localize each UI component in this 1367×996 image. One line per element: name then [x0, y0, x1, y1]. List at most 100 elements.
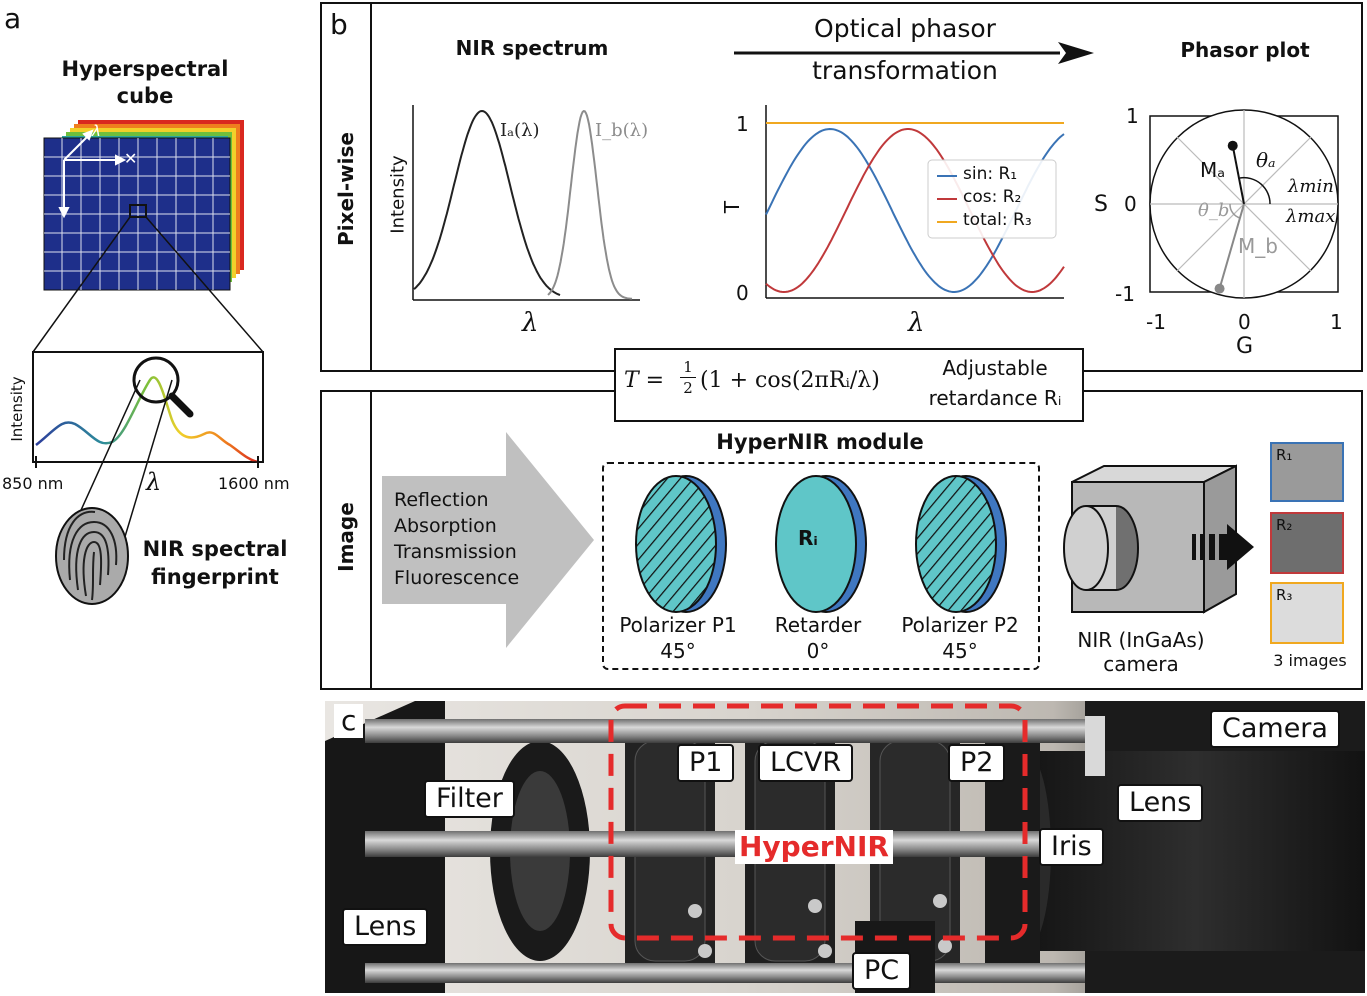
- row-label-image: Image: [334, 502, 358, 572]
- label-pc: PC: [852, 952, 912, 990]
- row-label-pixel-wise: Pixel-wise: [334, 132, 358, 246]
- phasor-tick-gm1: -1: [1146, 310, 1166, 334]
- camera-label: NIR (InGaAs) camera: [1066, 628, 1216, 676]
- inset-intensity-label: Intensity: [8, 376, 26, 442]
- spectrum-label-b: I_b(λ): [595, 120, 649, 141]
- input-absorption: Absorption: [394, 515, 497, 537]
- panel-a-letter: a: [4, 2, 22, 35]
- spectrum-inset-frame: [32, 351, 264, 463]
- equation-fraction: 1 2: [680, 357, 696, 398]
- label-iris: Iris: [1039, 828, 1104, 866]
- label-lens-right: Lens: [1117, 784, 1204, 822]
- cube-title-line1: Hyperspectral: [61, 57, 229, 81]
- cube-title: Hyperspectral cube: [40, 56, 250, 110]
- image-r2: R₂: [1270, 512, 1344, 574]
- label-hypernir: HyperNIR: [735, 830, 893, 864]
- fingerprint-icon: [55, 507, 129, 605]
- spectrum-x-label: λ: [522, 308, 539, 338]
- label-lens-left: Lens: [342, 908, 429, 946]
- equation-note-line2: retardance Rᵢ: [928, 386, 1062, 410]
- phasor-label-theta-a: θₐ: [1256, 148, 1276, 172]
- nir-spectrum-title: NIR spectrum: [455, 36, 609, 60]
- phasor-tick-g0: 0: [1238, 310, 1251, 334]
- image-r1-label: R₁: [1276, 446, 1293, 464]
- label-p2: P2: [948, 744, 1006, 782]
- spectrum-curve-a: [413, 109, 561, 297]
- cube-grid: [44, 138, 230, 290]
- label-camera: Camera: [1210, 710, 1340, 748]
- panel-c-letter: c: [334, 704, 364, 738]
- label-filter: Filter: [424, 780, 515, 818]
- equation-numerator: 1: [680, 357, 696, 378]
- image-r1: R₁: [1270, 442, 1344, 502]
- hyperspectral-cube-figure: λ ✕: [32, 120, 264, 605]
- phasor-plot: [1149, 109, 1339, 299]
- label-lcvr: LCVR: [758, 744, 854, 782]
- retarder-name: Retarder: [774, 613, 862, 637]
- cube-title-line2: cube: [116, 84, 174, 108]
- legend-cos: cos: R₂: [963, 187, 1022, 207]
- input-list: Reflection Absorption Transmission Fluor…: [394, 487, 519, 591]
- module-optics: [635, 475, 1007, 613]
- camera-label-line2: camera: [1103, 652, 1179, 676]
- retarder-label: Retarder 0°: [756, 612, 880, 664]
- inset-x-min: 850 nm: [2, 474, 64, 493]
- retarder-symbol: Rᵢ: [798, 526, 818, 550]
- phasor-label-ma: Mₐ: [1200, 158, 1226, 182]
- equation-lhs: T =: [624, 368, 665, 393]
- camera-icon: [1063, 464, 1254, 614]
- input-fluorescence: Fluorescence: [394, 567, 520, 589]
- retarder-disk: [775, 475, 867, 613]
- module-title: HyperNIR module: [716, 430, 924, 454]
- magnifier-icon: [132, 356, 180, 404]
- fingerprint-title: NIR spectral fingerprint: [130, 535, 300, 591]
- p2-angle: 45°: [942, 639, 978, 663]
- transmission-plot: [765, 105, 1065, 299]
- transmission-tick-0: 0: [736, 281, 749, 305]
- phasor-plot-title: Phasor plot: [1180, 38, 1310, 62]
- phasor-label-lambda-min: λmin: [1288, 176, 1334, 197]
- retarder-angle: 0°: [806, 639, 830, 663]
- transmission-legend-box: [927, 159, 1057, 239]
- fingerprint-title-line1: NIR spectral: [142, 537, 288, 561]
- p1-label: Polarizer P1 45°: [606, 612, 750, 664]
- panel-b-letter: b: [330, 8, 348, 41]
- equation-note-line1: Adjustable: [942, 356, 1048, 380]
- module-frame: [602, 462, 1040, 670]
- phasor-label-theta-b: θ_b: [1198, 200, 1230, 221]
- spectrum-curve-b: [547, 110, 633, 300]
- phasor-tick-g1: 1: [1330, 310, 1343, 334]
- p2-name: Polarizer P2: [901, 613, 1019, 637]
- point-ma: [1227, 140, 1238, 151]
- legend-sin: sin: R₁: [963, 164, 1018, 184]
- transmission-tick-1: 1: [736, 112, 749, 136]
- arrow-caption-line2: transformation: [812, 56, 998, 85]
- cube-lambda: λ: [91, 122, 101, 140]
- hypernir-highlight-box: [608, 703, 1028, 941]
- point-mb: [1214, 283, 1225, 294]
- image-r3: R₃: [1270, 582, 1344, 644]
- cos-r2-curve: [765, 128, 1065, 294]
- p1-angle: 45°: [660, 639, 696, 663]
- spectrum-label-a: Iₐ(λ): [500, 120, 540, 141]
- phasor-tick-s0: 0: [1124, 192, 1137, 216]
- transformation-arrow: [734, 42, 1094, 64]
- equation-denominator: 2: [683, 379, 693, 397]
- phasor-tick-sm1: -1: [1115, 282, 1135, 306]
- phasor-label-mb: M_b: [1238, 234, 1278, 258]
- camera-output-arrow: [1192, 524, 1254, 570]
- phasor-y-label: S: [1094, 192, 1108, 217]
- vector-mb: [1218, 203, 1245, 289]
- fingerprint-spectrum-curve: [35, 376, 259, 464]
- phasor-label-lambda-max: λmax: [1286, 206, 1336, 227]
- phasor-x-label: G: [1236, 334, 1254, 359]
- vector-ma: [1231, 145, 1245, 205]
- inset-x-max: 1600 nm: [218, 474, 290, 493]
- transmission-y-label: T: [720, 200, 745, 214]
- arrow-caption-line1: Optical phasor: [814, 14, 996, 43]
- polarizer-p1-disk: [635, 475, 727, 613]
- phasor-tick-s1: 1: [1126, 104, 1139, 128]
- image-r3-label: R₃: [1276, 586, 1293, 604]
- image-r2-label: R₂: [1276, 516, 1293, 534]
- p1-name: Polarizer P1: [619, 613, 737, 637]
